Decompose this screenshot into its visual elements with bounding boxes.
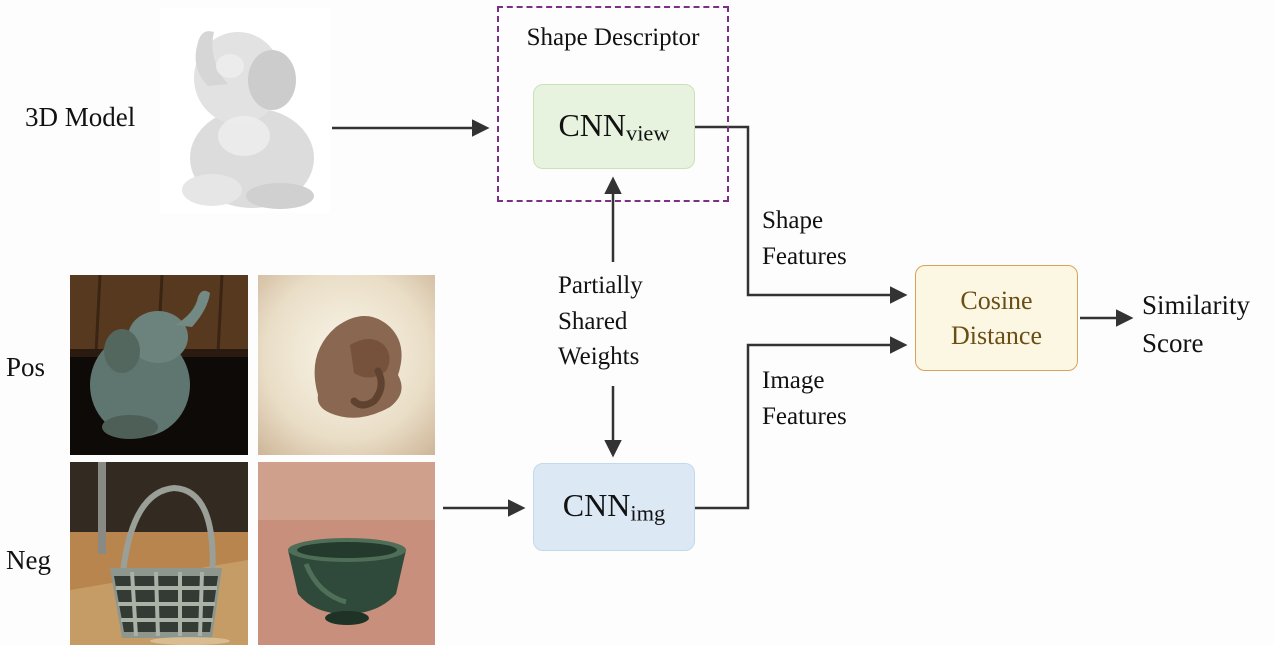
label-similarity-score: Similarity Score — [1142, 290, 1250, 359]
label-image-features: Image Features — [762, 367, 847, 430]
neg-photo-1 — [70, 462, 248, 645]
neg-photo-2 — [258, 462, 435, 645]
cosine-distance-node: Cosine Distance — [915, 265, 1078, 371]
neg-photo-2-graphic — [258, 462, 435, 645]
cnn-img-text: CNN — [562, 487, 631, 524]
cosine-distance-label: Cosine Distance — [951, 285, 1042, 350]
pos-photo-2 — [258, 275, 435, 455]
label-neg: Neg — [6, 545, 51, 575]
cnn-view-label: CNNview — [558, 107, 669, 146]
elephant-3d-render-graphic — [182, 31, 314, 209]
label-3d-model: 3D Model — [25, 102, 136, 132]
shape-descriptor-group: Shape Descriptor — [497, 6, 729, 202]
label-pos: Pos — [6, 352, 46, 382]
label-shape-features: Shape Features — [762, 207, 847, 270]
cnn-view-text: CNN — [558, 106, 627, 143]
arrow-shape-features — [695, 125, 908, 304]
cnn-img-node: CNNimg — [533, 463, 695, 551]
pos-photo-1 — [70, 275, 248, 455]
3d-model-image — [160, 8, 330, 213]
shape-descriptor-label: Shape Descriptor — [526, 24, 700, 51]
cnn-img-subscript: img — [630, 500, 666, 526]
cnn-img-label: CNNimg — [563, 487, 665, 526]
neg-photo-1-graphic — [70, 462, 248, 645]
pos-photo-2-graphic — [258, 275, 435, 455]
pos-photo-1-graphic — [70, 275, 248, 455]
cnn-view-node: CNNview — [533, 84, 695, 169]
arrow-image-features — [695, 336, 908, 510]
label-partially-shared-weights: Partially Shared Weights — [558, 272, 643, 370]
cnn-view-subscript: view — [626, 120, 670, 146]
